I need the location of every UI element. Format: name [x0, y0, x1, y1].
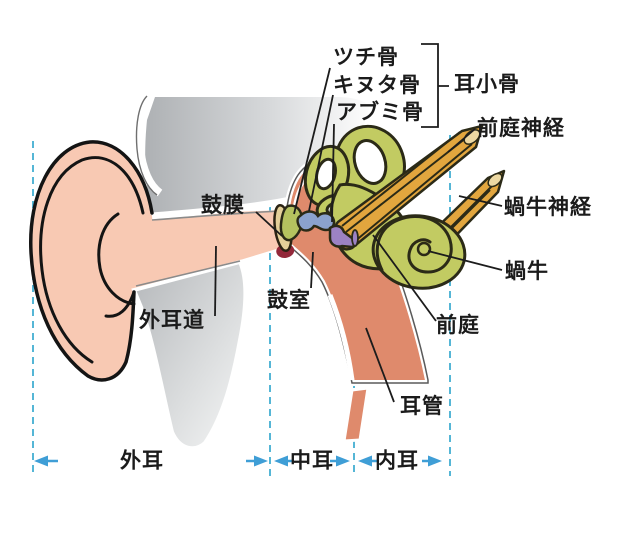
leader-malleus: [293, 67, 331, 215]
pinna-head-separation: [135, 91, 163, 197]
label-cochlear-nerve: 蝸牛神経: [504, 196, 592, 219]
leader-tympanic-cavity: [310, 251, 314, 289]
leader-vestibule: [372, 234, 437, 322]
leader-vestibular-nerve: [447, 128, 476, 153]
leader-ear-canal: [214, 245, 217, 317]
middle-ear-left-arrow: [274, 455, 294, 467]
label-incus: キヌタ骨: [333, 74, 421, 97]
malleus-shape: [279, 204, 304, 242]
label-tympanic-cavity: 鼓室: [267, 289, 311, 312]
label-ear-canal: 外耳道: [139, 309, 205, 332]
leader-cochlear-nerve: [458, 195, 503, 207]
tube-end-stub: [342, 386, 370, 443]
leader-cochlea: [427, 250, 503, 271]
ossicles-bracket: [421, 43, 449, 128]
label-malleus: ツチ骨: [333, 46, 399, 69]
pinna-outline: [29, 140, 154, 382]
label-stapes: アブミ骨: [336, 101, 424, 124]
leader-eustachian-tube: [365, 327, 395, 403]
pinna-and-canal: [30, 141, 285, 380]
label-eardrum: 鼓膜: [201, 194, 245, 217]
helix-fold: [39, 156, 145, 364]
ossicles-shapes: [279, 204, 359, 249]
concha-fold: [104, 290, 136, 318]
label-vestibule: 前庭: [436, 314, 480, 337]
head-tissue-lower: [131, 259, 248, 451]
label-vestibular-nerve: 前庭神経: [477, 117, 565, 140]
zone-label-inner-ear: 内耳: [375, 449, 419, 473]
antihelix-fold: [97, 212, 136, 306]
zone-label-outer-ear: 外耳: [120, 449, 164, 473]
leader-stapes: [331, 123, 335, 223]
label-cochlea: 蝸牛: [505, 260, 549, 283]
cochlea-shape: [371, 214, 467, 290]
outer-ear-right-arrow: [246, 455, 268, 467]
label-eustachian-tube: 耳管: [400, 395, 444, 418]
pinna-canal-fill: [30, 141, 285, 380]
zone-arrows: [34, 455, 442, 467]
tube-highlight: [327, 294, 355, 381]
middle-ear-right-arrow: [330, 455, 350, 467]
incus-shape: [296, 210, 336, 232]
stapes-footplate: [351, 229, 359, 247]
inner-ear-right-arrow: [422, 455, 442, 467]
label-ossicles-group: 耳小骨: [454, 73, 520, 96]
outer-ear-left-arrow: [34, 455, 58, 467]
leader-eardrum: [255, 211, 283, 237]
inner-ear-left-arrow: [358, 455, 378, 467]
leader-incus: [308, 94, 334, 212]
zone-label-middle-ear: 中耳: [290, 449, 334, 473]
leader-lines: [214, 67, 503, 403]
